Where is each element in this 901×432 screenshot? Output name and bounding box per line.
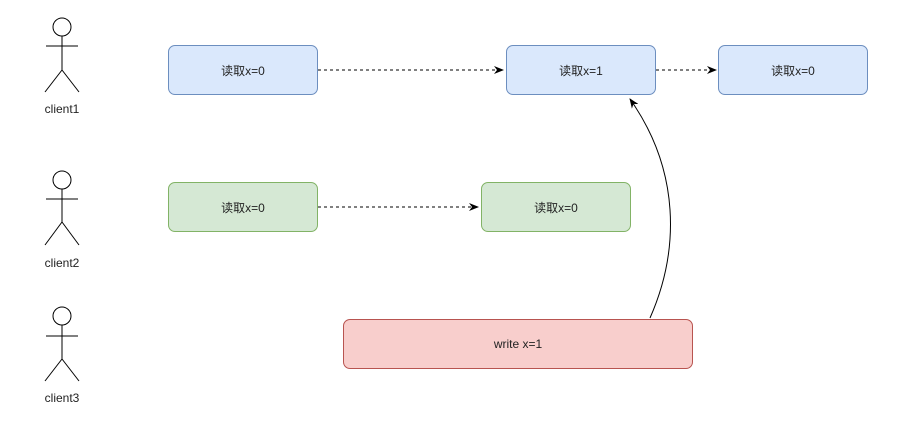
- c1-read-box-2: 读取x=1: [506, 45, 656, 95]
- actor-label-client3: client3: [44, 391, 80, 405]
- c2-read-box-1: 读取x=0: [168, 182, 318, 232]
- actor-client1-icon: [44, 17, 80, 93]
- c3-write-box: write x=1: [343, 319, 693, 369]
- arrow-write-to-c1-read2: [629, 98, 671, 319]
- c1-read-box-1: 读取x=0: [168, 45, 318, 95]
- c2-read-box-2: 读取x=0: [481, 182, 631, 232]
- actor-label-client2: client2: [44, 256, 80, 270]
- actor-client2-icon: [44, 170, 80, 246]
- actor-label-client1: client1: [44, 102, 80, 116]
- actor-client3-icon: [44, 306, 80, 382]
- c1-read-box-3: 读取x=0: [718, 45, 868, 95]
